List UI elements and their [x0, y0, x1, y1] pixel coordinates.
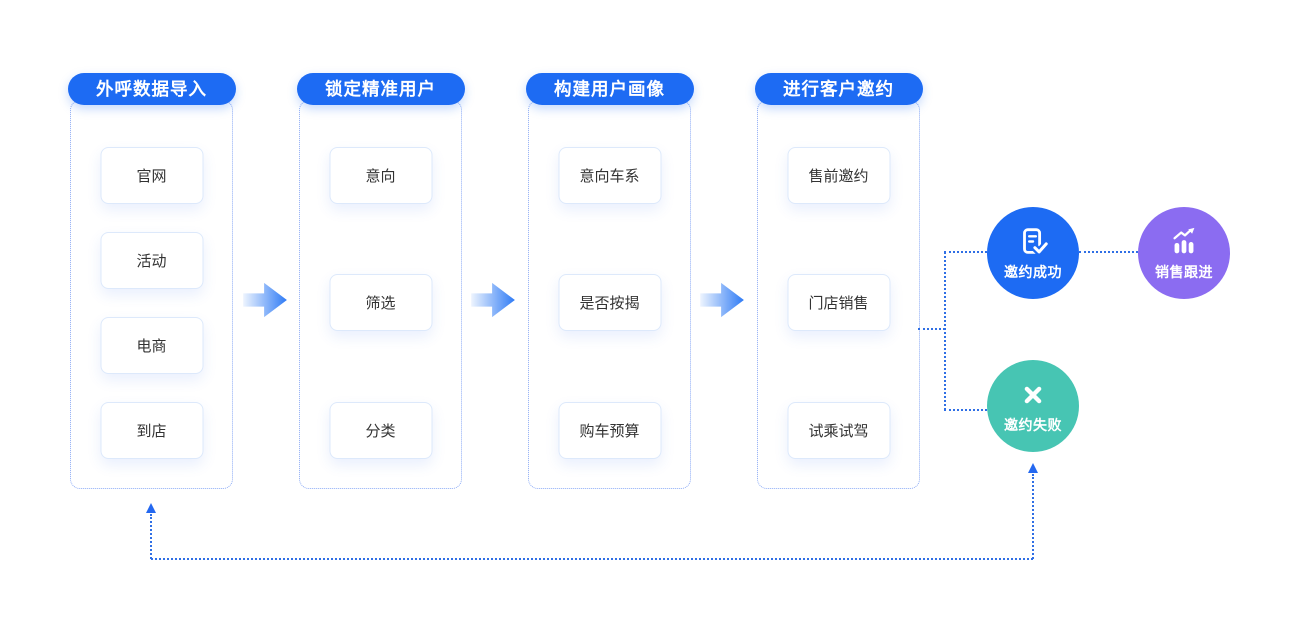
- flow-node-car-series: 意向车系: [558, 147, 661, 204]
- outcome-invite-success: 邀约成功: [987, 207, 1079, 299]
- stage-column-data-import: 外呼数据导入 官网 活动 电商 到店: [67, 73, 236, 489]
- stage-column-target-users: 锁定精准用户 意向 筛选 分类: [296, 73, 465, 489]
- stage-title-pill: 外呼数据导入: [67, 73, 236, 105]
- outcome-sales-follow-up: 销售跟进: [1138, 207, 1230, 299]
- flow-arrow-icon: [471, 282, 515, 318]
- connector-line: [1079, 251, 1138, 253]
- stage-title-pill: 构建用户画像: [525, 73, 694, 105]
- outcome-label: 邀约失败: [1004, 416, 1062, 433]
- feedback-line: [150, 514, 152, 559]
- flow-node-test-drive: 试乘试驾: [787, 402, 890, 459]
- stage-title-pill: 锁定精准用户: [296, 73, 465, 105]
- flow-node-store-sales: 门店销售: [787, 274, 890, 331]
- outcome-invite-failure: 邀约失败: [987, 360, 1079, 452]
- connector-line: [918, 328, 945, 330]
- flow-node-filter: 筛选: [329, 274, 432, 331]
- feedback-line: [1032, 474, 1034, 559]
- close-icon: [1024, 386, 1042, 403]
- connector-line: [944, 409, 987, 411]
- arrow-up-icon: [146, 503, 156, 513]
- feedback-line: [151, 558, 1033, 560]
- flow-node-in-store: 到店: [100, 402, 203, 459]
- flow-arrow-icon: [243, 282, 287, 318]
- flow-node-classify: 分类: [329, 402, 432, 459]
- flow-node-official-site: 官网: [100, 147, 203, 204]
- stage-title-pill: 进行客户邀约: [754, 73, 923, 105]
- flow-arrow-icon: [700, 282, 744, 318]
- flow-node-ecommerce: 电商: [100, 317, 203, 374]
- outcome-label: 销售跟进: [1155, 263, 1213, 280]
- flow-node-intent: 意向: [329, 147, 432, 204]
- outcome-label: 邀约成功: [1004, 263, 1062, 280]
- flow-node-campaign: 活动: [100, 232, 203, 289]
- flow-node-mortgage: 是否按揭: [558, 274, 661, 331]
- bar-chart-up-icon: [1173, 227, 1195, 253]
- stage-column-user-profile: 构建用户画像 意向车系 是否按揭 购车预算: [525, 73, 694, 489]
- document-check-icon: [1023, 227, 1050, 256]
- flow-node-budget: 购车预算: [558, 402, 661, 459]
- connector-line: [944, 252, 946, 410]
- flow-node-presales-invite: 售前邀约: [787, 147, 890, 204]
- connector-line: [944, 251, 987, 253]
- arrow-up-icon: [1028, 463, 1038, 473]
- stage-column-invitation: 进行客户邀约 售前邀约 门店销售 试乘试驾: [754, 73, 923, 489]
